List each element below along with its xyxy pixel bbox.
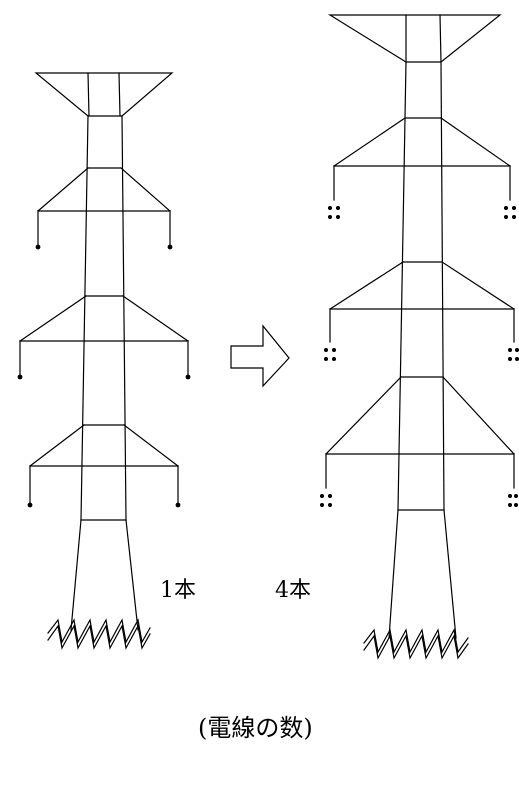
crossarm-lower bbox=[320, 376, 518, 507]
conductor-bundle bbox=[324, 348, 336, 361]
tower-base bbox=[47, 519, 151, 650]
conductor-bundle bbox=[328, 206, 340, 219]
conductor-dot bbox=[27, 502, 33, 508]
right-arrow-icon bbox=[230, 324, 290, 388]
conductor-bundle bbox=[508, 348, 519, 361]
conductor-dot bbox=[185, 374, 191, 380]
conductor-dot bbox=[175, 502, 181, 508]
tower-body bbox=[397, 61, 445, 511]
tower-quad-conductor bbox=[320, 14, 519, 660]
tower-base bbox=[363, 509, 469, 660]
tower-top-funnel bbox=[327, 14, 502, 63]
tower-top-funnel bbox=[34, 72, 174, 117]
conductor-bundle bbox=[504, 206, 516, 219]
crossarm-lower bbox=[27, 424, 181, 508]
conductor-dot bbox=[167, 244, 173, 250]
conductor-bundle bbox=[320, 494, 332, 507]
tower-single-conductor bbox=[17, 72, 191, 650]
tower-body bbox=[80, 115, 127, 521]
caption: (電線の数) bbox=[198, 714, 313, 742]
crossarm-upper bbox=[35, 167, 173, 250]
crossarm-upper bbox=[328, 117, 516, 219]
label-quad-conductor: 4本 bbox=[275, 578, 311, 603]
conductor-dot bbox=[17, 374, 23, 380]
label-single-conductor: 1本 bbox=[160, 578, 196, 603]
crossarm-middle bbox=[324, 261, 519, 361]
conductor-dot bbox=[35, 244, 41, 250]
crossarm-middle bbox=[17, 295, 191, 380]
conductor-bundle bbox=[508, 494, 518, 507]
